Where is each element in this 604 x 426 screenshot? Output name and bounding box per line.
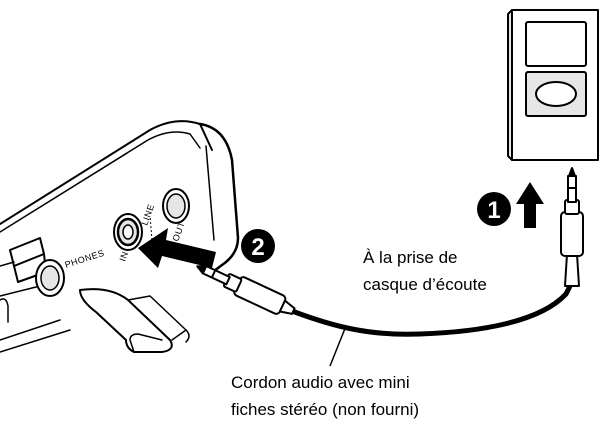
headphone-jack-caption: À la prise de casque d’écoute xyxy=(363,244,487,298)
speaker-unit xyxy=(0,120,240,353)
up-arrow-icon xyxy=(516,182,544,228)
headphone-jack-caption-line-2: casque d’écoute xyxy=(363,275,487,294)
line-out-jack xyxy=(162,188,190,224)
audio-cord-caption-line-2: fiches stéréo (non fourni) xyxy=(231,400,420,419)
line-in-jack xyxy=(113,213,143,251)
portable-player xyxy=(507,9,599,161)
step-1: 1 xyxy=(477,182,544,228)
step-2-badge xyxy=(241,229,275,263)
left-arrow-icon xyxy=(138,228,216,268)
step-2: 2 xyxy=(138,228,275,268)
step-2-number: 2 xyxy=(251,234,264,261)
audio-cord xyxy=(289,279,575,337)
step-1-badge xyxy=(477,192,511,226)
phones-jack xyxy=(35,259,65,297)
audio-cord-caption-line-1: Cordon audio avec mini xyxy=(231,373,410,392)
in-label: IN xyxy=(117,250,130,263)
line-divider xyxy=(149,215,153,241)
player-wheel xyxy=(535,81,577,107)
step-1-number: 1 xyxy=(487,197,500,224)
cord-leader-line xyxy=(329,325,347,367)
line-label: LINE xyxy=(139,203,156,227)
player-plug xyxy=(560,167,584,287)
headphone-jack-caption-line-1: À la prise de xyxy=(363,248,458,267)
player-screen xyxy=(525,21,587,67)
speaker-plug xyxy=(196,265,296,315)
audio-cord-caption: Cordon audio avec mini fiches stéréo (no… xyxy=(231,369,419,423)
phones-label: PHONES xyxy=(64,248,106,270)
